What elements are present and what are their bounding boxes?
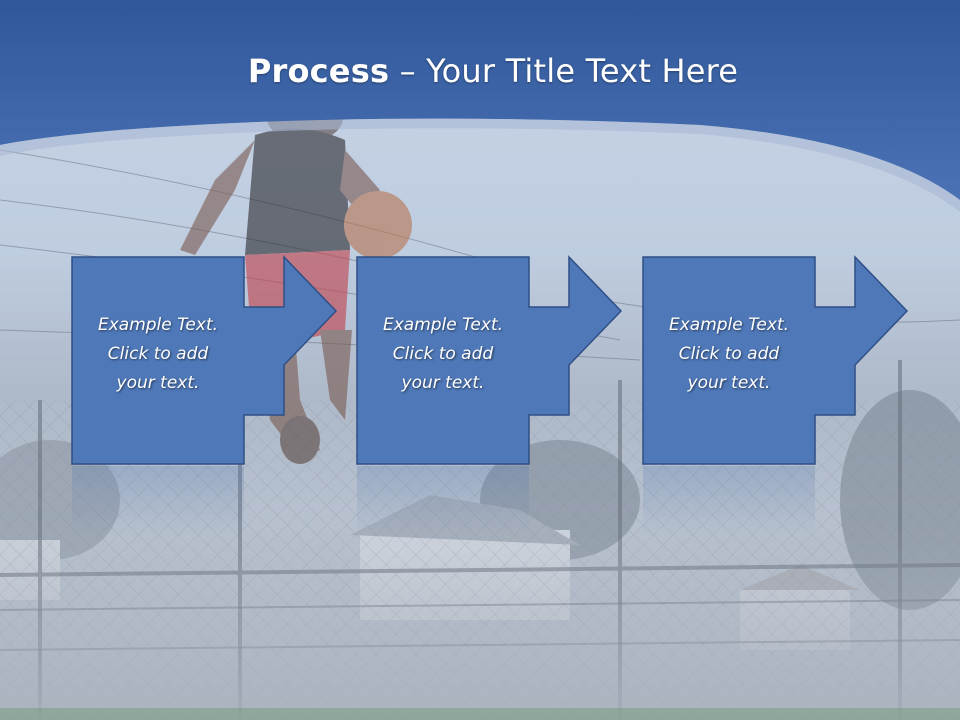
step-text: Example Text. Click to add your text. [643,311,815,398]
step-line-3: your text. [401,373,485,393]
step-line-1: Example Text. [668,315,790,335]
step-line-2: Click to add [107,344,209,364]
arrow-box-shape [642,255,909,465]
process-step-3[interactable]: Example Text. Click to add your text. [642,255,909,465]
step-line-1: Example Text. [382,315,504,335]
step-line-2: Click to add [392,344,494,364]
arrow-box-shape [356,255,623,465]
step-text: Example Text. Click to add your text. [357,311,529,398]
arrow-box-shape [71,255,338,465]
step-line-3: your text. [687,373,771,393]
step-line-3: your text. [116,373,200,393]
process-step-1[interactable]: Example Text. Click to add your text. [71,255,338,465]
step-reflection [357,466,529,536]
step-line-2: Click to add [678,344,780,364]
title-rest: – Your Title Text Here [389,52,739,90]
step-reflection [643,466,815,536]
step-line-1: Example Text. [97,315,219,335]
step-text: Example Text. Click to add your text. [72,311,244,398]
title-bold: Process [247,52,390,90]
process-step-2[interactable]: Example Text. Click to add your text. [356,255,623,465]
slide-title[interactable]: Process – Your Title Text Here [0,52,960,90]
step-reflection [72,466,244,536]
